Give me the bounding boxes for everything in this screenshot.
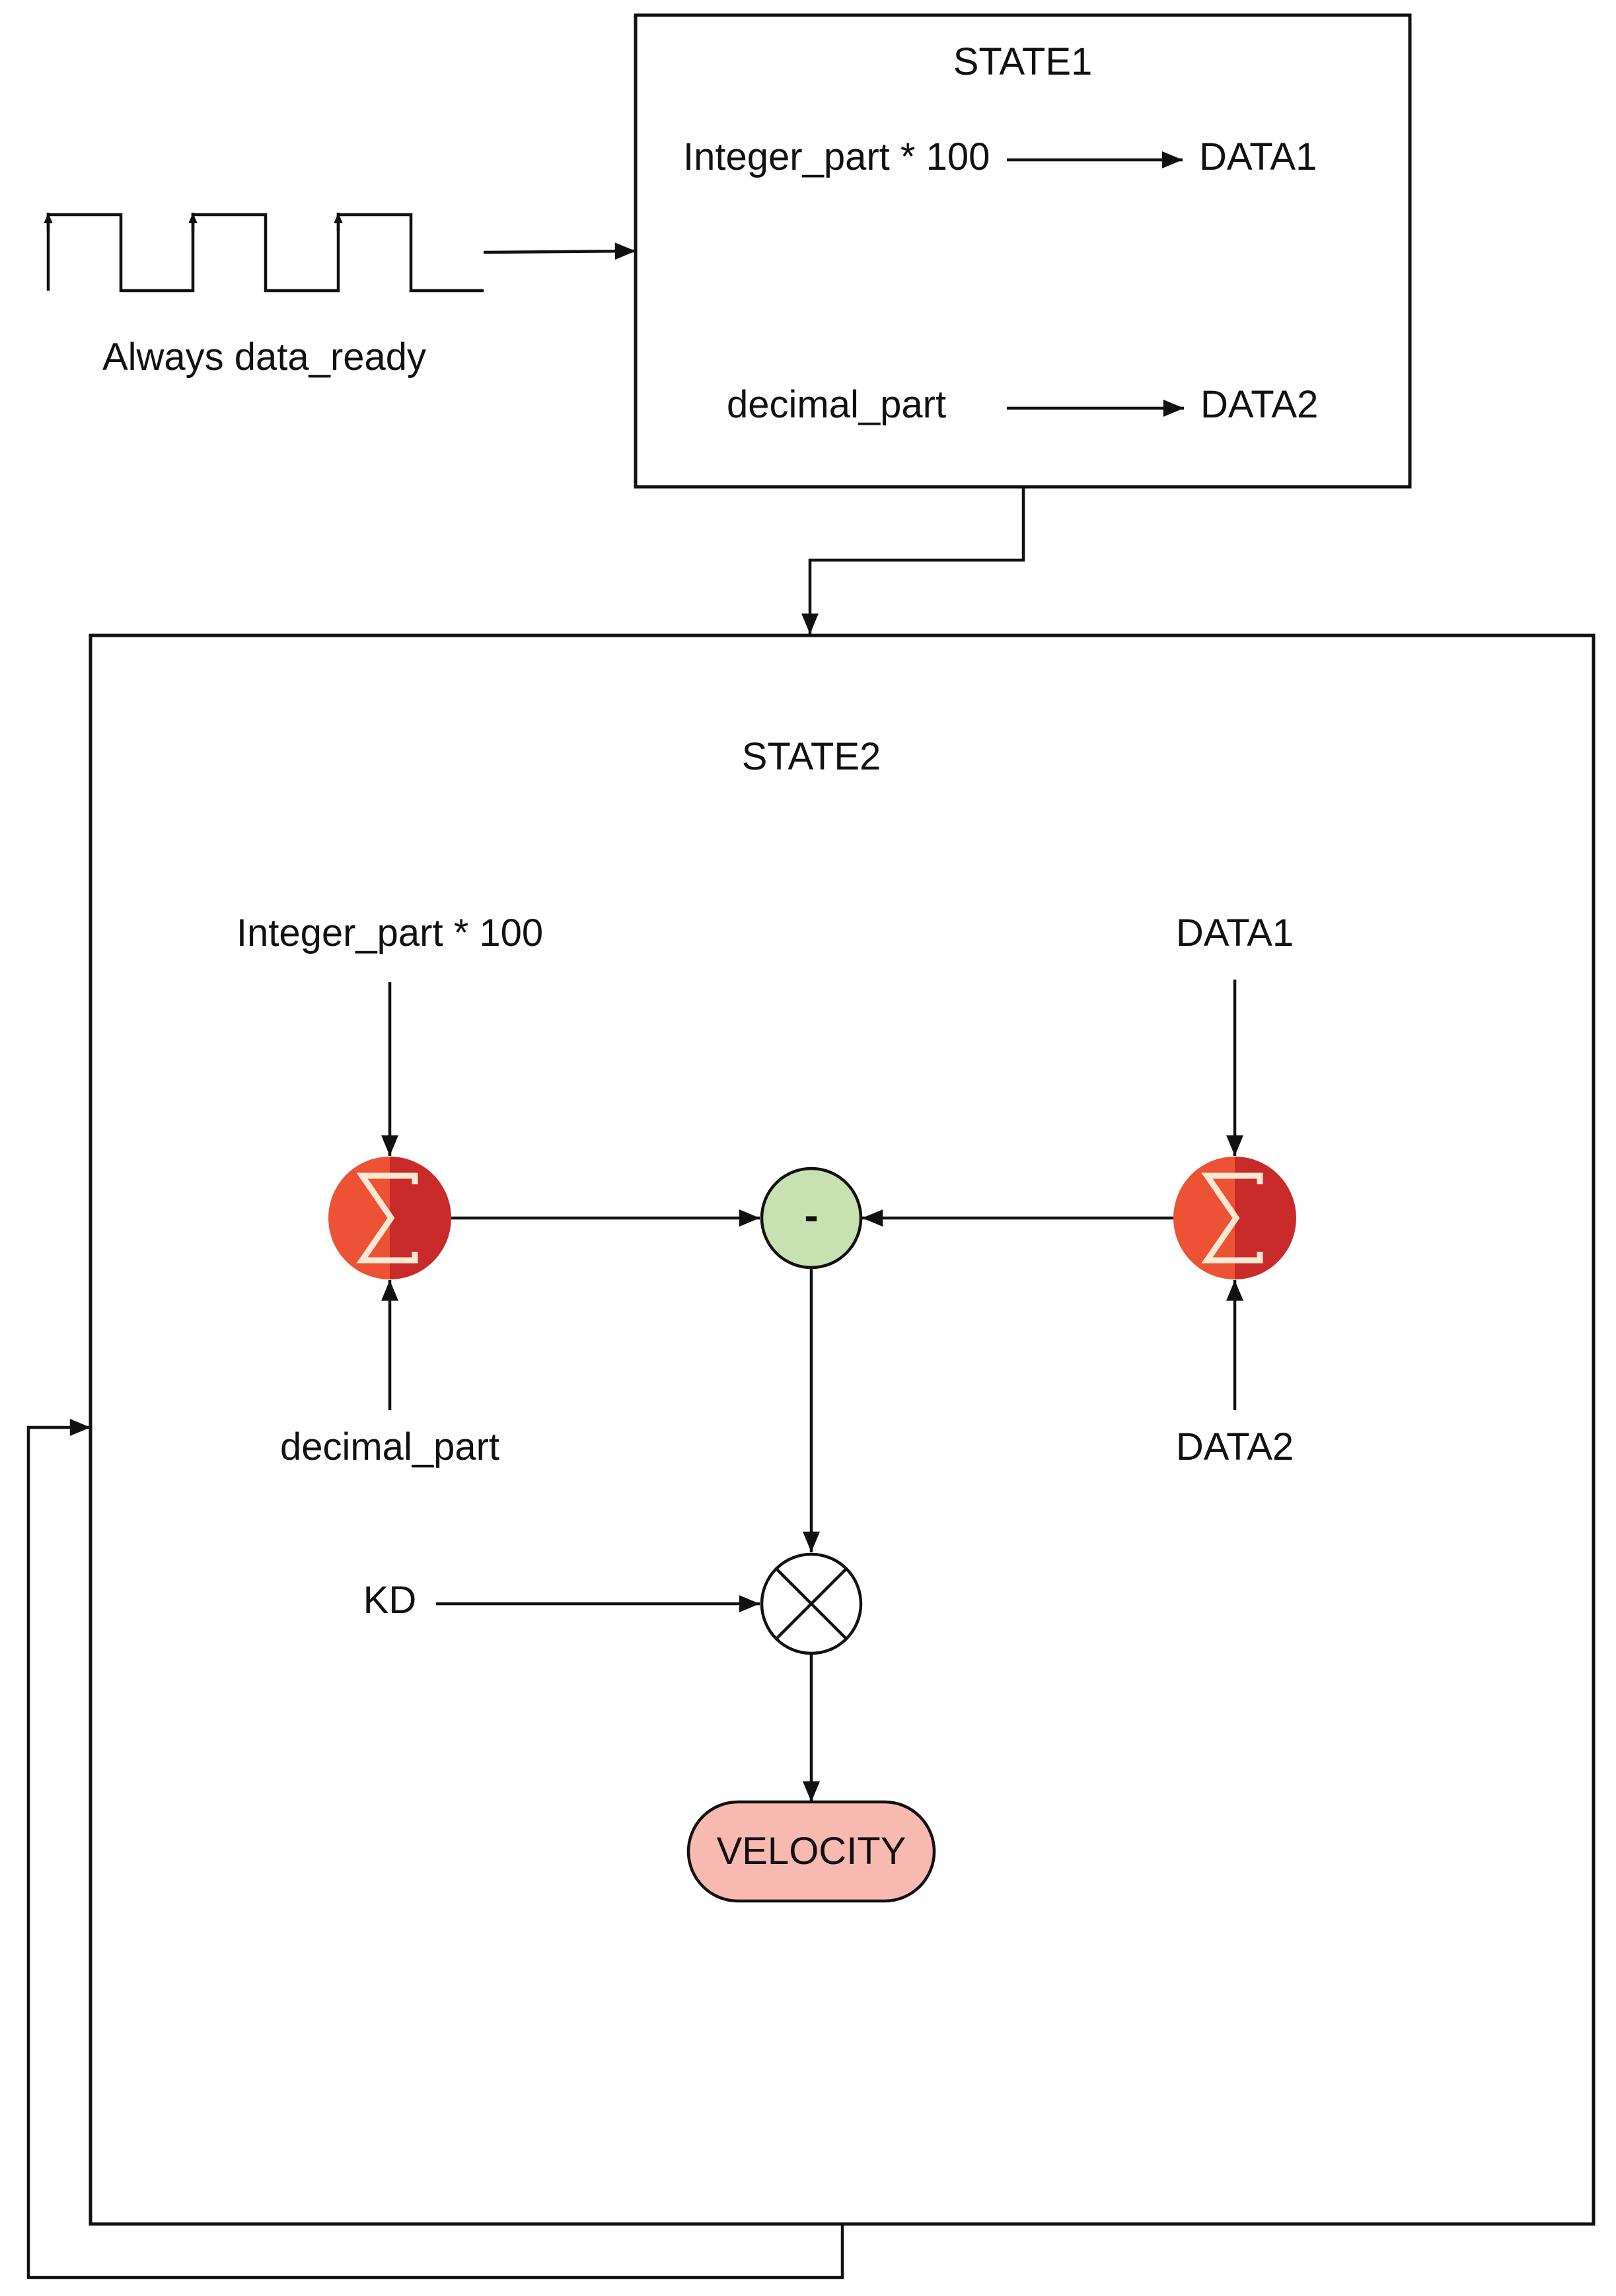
velocity-label: VELOCITY (717, 1830, 906, 1873)
sigma-icon (1201, 1172, 1263, 1264)
state1-data1-label: DATA1 (1199, 135, 1317, 178)
state2-box (89, 633, 1596, 2226)
state2-data1-label: DATA1 (1176, 912, 1294, 954)
state2-integer-part-label: Integer_part * 100 (237, 912, 543, 954)
state2-title: STATE2 (742, 735, 881, 778)
multiply-node (760, 1552, 863, 1655)
right-sum-node (1173, 1157, 1296, 1279)
velocity-node: VELOCITY (686, 1800, 936, 1903)
state2-decimal-part-label: decimal_part (280, 1425, 499, 1468)
kd-label: KD (363, 1579, 417, 1622)
left-sum-node (328, 1157, 451, 1279)
state1-data2-label: DATA2 (1200, 383, 1318, 426)
state1-title: STATE1 (953, 40, 1093, 83)
state1-integer-part-label: Integer_part * 100 (683, 135, 990, 178)
state2-data2-label: DATA2 (1176, 1425, 1294, 1468)
feedback-loop-arrow (26, 1419, 844, 2279)
state1-decimal-part-label: decimal_part (727, 383, 946, 426)
multiply-cross-icon (775, 1567, 848, 1640)
state1-to-state2-arrow (801, 487, 1025, 634)
clock-to-state1-arrow (483, 242, 636, 260)
clock-waveform (44, 213, 484, 293)
sigma-icon (356, 1172, 418, 1264)
subtract-symbol: - (804, 1192, 818, 1239)
clock-label: Always data_ready (102, 336, 426, 378)
subtract-node: - (760, 1166, 863, 1270)
